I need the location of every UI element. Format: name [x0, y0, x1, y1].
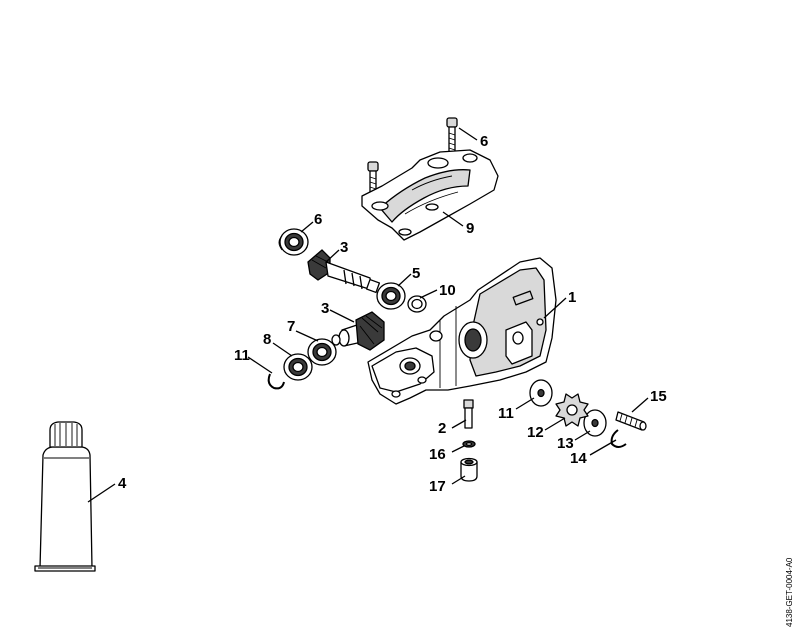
callout-10: 10: [439, 282, 456, 299]
part-2-pin[interactable]: [463, 399, 474, 429]
callout-9: 6: [480, 133, 488, 150]
callout-11-a: 11: [498, 405, 514, 422]
callout-1: 1: [568, 289, 576, 306]
part-15-spring-washer[interactable]: [462, 440, 476, 448]
callout-6-a: 7: [287, 318, 295, 335]
part-13-circlip[interactable]: [610, 429, 627, 448]
part-6-ball-bearing-b[interactable]: [283, 353, 313, 381]
callout-3-lower: 3: [321, 300, 329, 317]
callout-11-b: 13: [557, 435, 574, 452]
callout-16: 17: [429, 478, 446, 495]
part-7-circlip[interactable]: [267, 373, 285, 390]
part-4-ball-bearing[interactable]: [278, 228, 309, 256]
cover-screw[interactable]: [367, 161, 379, 199]
callout-2: 2: [438, 420, 446, 437]
callout-15: 16: [429, 446, 446, 463]
callout-13: 14: [570, 450, 587, 467]
callout-4: 6: [314, 211, 322, 228]
callout-12: 12: [527, 424, 544, 441]
part-1-gear-housing[interactable]: [367, 257, 557, 405]
callout-17: 4: [118, 475, 127, 492]
part-3-pinion-shaft-upper[interactable]: [307, 249, 381, 294]
part-8-bearing-cover[interactable]: [361, 149, 499, 241]
callout-14: 15: [650, 388, 667, 405]
part-5-ball-bearing[interactable]: [376, 282, 406, 310]
reference-code: 4138-GET-0004-A0: [785, 557, 794, 627]
callout-labels: 6 9 6 3 5 10 1 3 7 8 11 11 12 13 14 15 2…: [118, 133, 667, 495]
callout-3-upper: 3: [340, 239, 348, 256]
part-3-bevel-gear-lower[interactable]: [331, 311, 385, 351]
part-6-ball-bearing-a[interactable]: [307, 338, 337, 366]
callout-6-b: 8: [263, 331, 271, 348]
callout-8: 9: [466, 220, 474, 237]
part-17-grease-tube[interactable]: [34, 421, 96, 572]
part-11-washer-a[interactable]: [529, 379, 553, 407]
reference-code-text: 4138-GET-0004-A0: [785, 557, 794, 627]
callout-7: 11: [234, 347, 250, 364]
part-11-washer-b[interactable]: [583, 409, 607, 437]
leader-lines: [87, 127, 649, 503]
callout-5: 5: [412, 265, 420, 282]
part-14-stud[interactable]: [615, 411, 647, 431]
part-10-oil-seal[interactable]: [407, 295, 427, 313]
